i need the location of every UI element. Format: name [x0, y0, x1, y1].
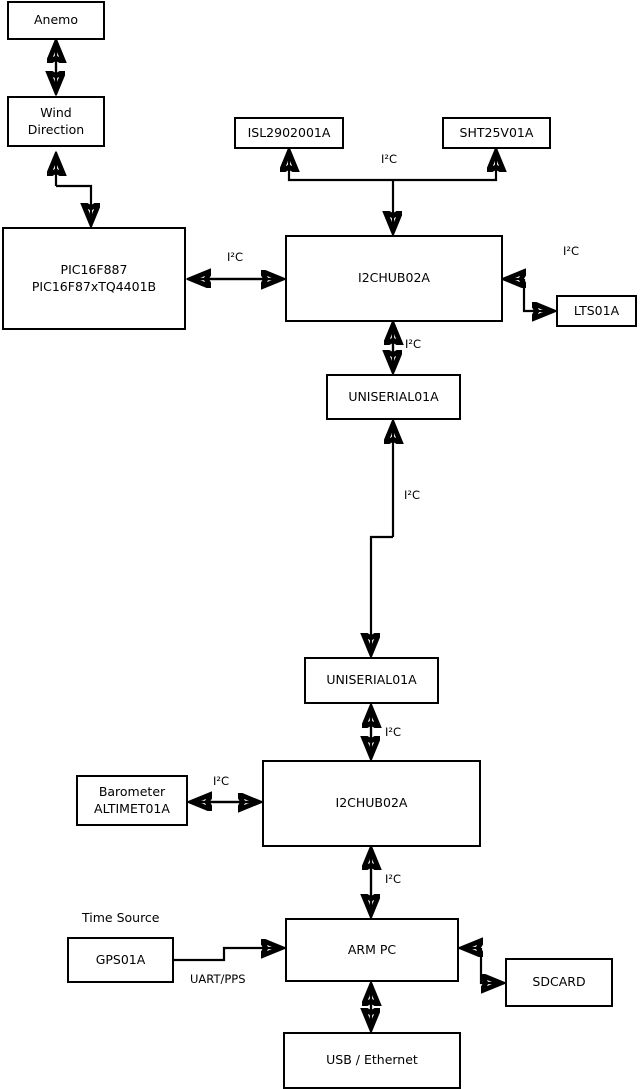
edge-label-i2c-hub2-armpc: I²C: [385, 872, 402, 886]
node-usb-ethernet[interactable]: USB / Ethernet: [283, 1032, 461, 1089]
edge-label-i2c-pic-hub1: I²C: [227, 250, 244, 264]
edge-label-i2c-hub1-uni1: I²C: [405, 337, 422, 351]
node-pic-mcu[interactable]: PIC16F887 PIC16F87xTQ4401B: [2, 227, 186, 330]
node-lts01a[interactable]: LTS01A: [556, 295, 637, 327]
node-i2chub02a-top[interactable]: I2CHUB02A: [285, 235, 503, 322]
edge-label-i2c-hub1-lts: I²C: [563, 244, 580, 258]
node-barometer-altimet01a[interactable]: Barometer ALTIMET01A: [76, 775, 188, 826]
wire-hub1-lts: [522, 279, 551, 311]
node-gps01a[interactable]: GPS01A: [67, 937, 174, 983]
wire-pic-wind-jog: [56, 184, 91, 222]
node-wind-direction[interactable]: Wind Direction: [7, 96, 105, 147]
label-time-source: Time Source: [82, 910, 160, 925]
wire-armpc-sdcard: [479, 948, 500, 983]
wire-gps-armpc: [174, 948, 280, 960]
edge-label-uart-pps: UART/PPS: [190, 972, 246, 986]
wire-hub1-bus-isl: [289, 153, 393, 182]
node-i2chub02a-bottom[interactable]: I2CHUB02A: [262, 760, 481, 847]
edge-label-i2c-hub1-sensors: I²C: [381, 152, 398, 166]
edge-label-i2c-uni1-uni2: I²C: [404, 488, 421, 502]
edge-label-i2c-uni2-hub2: I²C: [385, 725, 402, 739]
node-sht25v01a[interactable]: SHT25V01A: [442, 117, 551, 149]
node-sdcard[interactable]: SDCARD: [505, 958, 613, 1007]
node-uniserial01a-upper[interactable]: UNISERIAL01A: [326, 374, 461, 420]
node-arm-pc[interactable]: ARM PC: [285, 918, 459, 982]
node-uniserial01a-lower[interactable]: UNISERIAL01A: [304, 657, 439, 704]
edge-label-i2c-baro-hub2: I²C: [213, 774, 230, 788]
node-anemo[interactable]: Anemo: [7, 1, 105, 40]
wire-hub1-bus-sht: [393, 153, 496, 182]
node-isl2902001a[interactable]: ISL2902001A: [234, 117, 344, 149]
wire-uni1-uni2-down: [371, 535, 393, 652]
